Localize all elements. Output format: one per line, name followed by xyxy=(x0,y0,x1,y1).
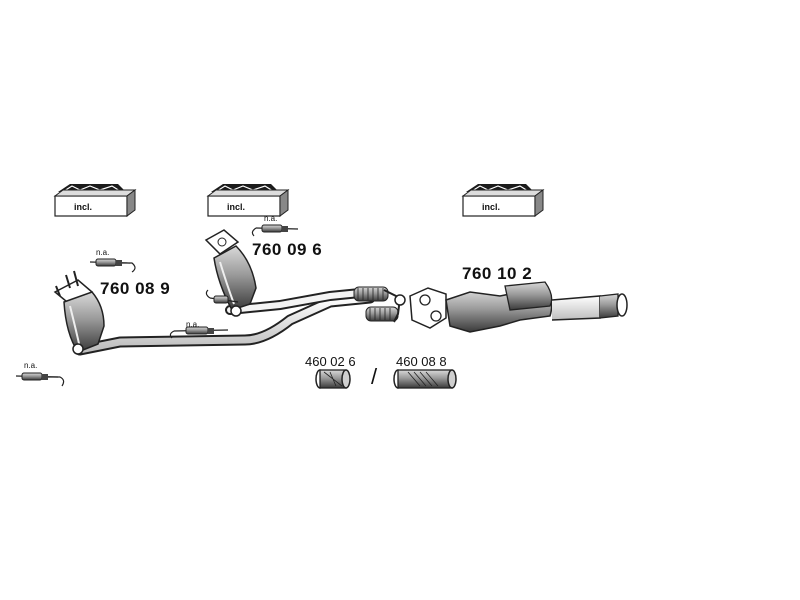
kit-label: incl. xyxy=(227,202,246,212)
front-pipe xyxy=(74,286,406,356)
part-number-760089: 760 08 9 xyxy=(100,279,171,298)
catalytic-converter-3 xyxy=(409,281,628,333)
kit-label: incl. xyxy=(482,202,501,212)
part-number-460026: 460 02 6 xyxy=(305,354,356,369)
oxygen-sensor-icon xyxy=(169,326,229,339)
sensor-na-label: n.a. xyxy=(96,248,110,257)
catalytic-converter-2 xyxy=(204,229,257,317)
sensor-na-label: n.a. xyxy=(264,214,278,223)
oxygen-sensor-icon xyxy=(15,372,65,387)
oxygen-sensor-icon xyxy=(251,224,299,237)
kit-label: incl. xyxy=(74,202,93,212)
sensor-na-label: n.a. xyxy=(186,320,200,329)
kit-box-icon xyxy=(53,184,137,217)
part-number-460088: 460 08 8 xyxy=(396,354,447,369)
kit-box-icon xyxy=(461,184,545,217)
catalytic-converter-1 xyxy=(53,270,105,355)
kit-box-icon xyxy=(206,184,290,217)
repair-pipe-b xyxy=(393,369,457,389)
oxygen-sensor-icon xyxy=(89,258,136,273)
sensor-na-label: n.a. xyxy=(24,361,38,370)
repair-pipe-a xyxy=(315,369,351,389)
alternative-separator: / xyxy=(371,364,378,389)
part-number-760102: 760 10 2 xyxy=(462,264,533,283)
oxygen-sensor-icon xyxy=(205,289,239,304)
part-number-760096: 760 09 6 xyxy=(252,240,323,259)
